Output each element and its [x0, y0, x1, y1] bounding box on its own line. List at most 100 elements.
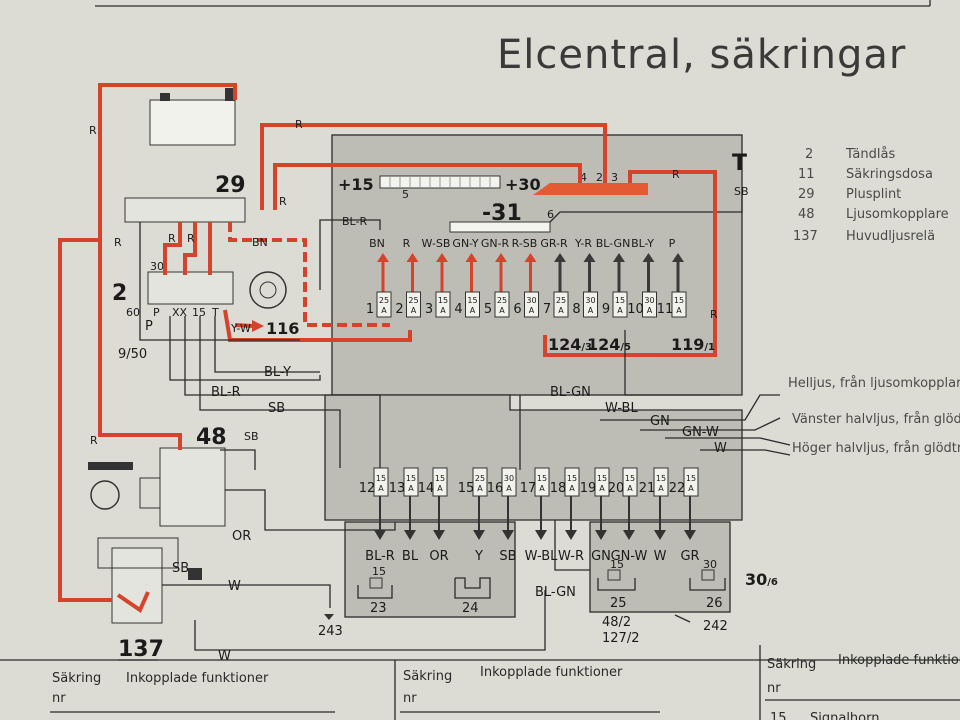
fuse-unit: A: [688, 484, 694, 493]
wire-116: [234, 323, 253, 328]
wire-bly: BL-Y: [264, 365, 291, 380]
pin-t: T: [211, 306, 219, 319]
arrow-up-icon: [406, 253, 419, 262]
wire-gnw: GN-W: [682, 425, 719, 440]
light-switch-shaft: [139, 477, 161, 509]
arrow-116: [252, 320, 264, 332]
fuse-unit: A: [499, 306, 505, 315]
fuse-unit: A: [408, 484, 414, 493]
wire-r7: R: [672, 168, 680, 181]
fuse-number: 9: [602, 302, 610, 317]
plusplint-29: [124, 197, 246, 223]
fuse-25-clip: [597, 578, 636, 591]
fuse-box-lower: [324, 394, 743, 521]
fuse-amp: 15: [615, 296, 625, 305]
fuse-wire-label: W-R: [558, 549, 584, 564]
fuse-number: 7: [543, 302, 551, 317]
extra-fuses: 15 23 24 15 25 30 26: [357, 558, 726, 616]
fuse-unit: A: [676, 306, 682, 315]
arrow-down-icon: [535, 530, 547, 540]
wire-plus30-fuses: [543, 170, 717, 357]
bus-node-6: 6: [547, 208, 554, 221]
bus-plus30: [533, 183, 648, 195]
fuse-wire-label: P: [669, 237, 676, 250]
legend-num: 2: [805, 147, 813, 162]
fuse-unit: A: [539, 484, 545, 493]
arrow-up-icon: [583, 253, 596, 262]
fuse-number: 21: [639, 481, 656, 496]
fuse-body: [583, 291, 598, 318]
bus-plus15-label: +15: [338, 175, 374, 194]
ref-9-50: 9/50: [118, 347, 147, 362]
legend-label: Ljusomkopplare: [846, 207, 949, 222]
battery-terminal-neg: [160, 93, 170, 101]
fuse-25-amp: 15: [610, 558, 624, 571]
footer-col1-nr: nr: [52, 691, 66, 706]
fuse-wire-label: R-SB: [512, 237, 538, 250]
fuse-body: [612, 291, 628, 318]
fuse-wire-label: W-BL: [525, 549, 558, 564]
arrow-up-icon: [554, 253, 566, 262]
fuse-wire-label: Y-R: [574, 237, 592, 250]
arrow-up-icon: [465, 253, 478, 262]
fuse-amp: 15: [656, 474, 666, 483]
bus-plus30-label: +30: [505, 175, 541, 194]
fuse-wire-label: Y: [474, 549, 483, 564]
footer-row-num: 15: [770, 711, 787, 720]
arrow-up-icon: [613, 253, 625, 262]
wire-battery-48: [98, 83, 237, 450]
fuse-amp: 25: [497, 296, 507, 305]
fuse-amp: 30: [526, 296, 536, 305]
fuse-amp: 15: [435, 474, 445, 483]
battery-terminal-pos: [225, 88, 235, 101]
arrow-down-icon: [565, 530, 577, 540]
legend-label: Plusplint: [846, 187, 901, 202]
fuse-number: 20: [608, 481, 625, 496]
arrow-up-icon: [524, 253, 537, 262]
fuse-amp: 15: [406, 474, 416, 483]
fuse-24-num: 24: [462, 601, 479, 616]
fuse-amp: 15: [567, 474, 577, 483]
wire-bn: BN: [252, 236, 268, 249]
wire-wbl: W-BL: [605, 401, 638, 416]
fuse-body: [376, 291, 392, 318]
fuse-body: [494, 291, 510, 318]
fuse-wire-label: GR-R: [540, 237, 568, 250]
fuse-amp: 25: [408, 296, 418, 305]
arrow-up-icon: [377, 253, 389, 262]
wire-r1: R: [89, 124, 97, 137]
wire-r2: R: [295, 118, 303, 131]
wire-r8: R: [710, 308, 718, 321]
fuse-unit: A: [440, 306, 446, 315]
ref-30-6: 30/6: [745, 570, 778, 589]
ground-symbol: T: [732, 151, 747, 176]
fuse-unit: A: [599, 484, 605, 493]
legend-num: 29: [798, 187, 815, 202]
fuse-wire-label: SB: [499, 549, 516, 564]
fuse-number: 22: [669, 481, 686, 496]
fuse-amp: 25: [379, 296, 389, 305]
fuse-amp: 25: [556, 296, 566, 305]
fuse-unit: A: [529, 306, 535, 315]
fuse-amp: 15: [686, 474, 696, 483]
fuse-amp: 30: [504, 474, 514, 483]
fuse-body: [524, 291, 539, 318]
bottom-fuse-row: 15A12BL-R15A13BL15A14OR25A15Y30A16SB15A1…: [359, 467, 700, 564]
legend-label: Huvudljusrelä: [846, 229, 935, 244]
ref-124-5: 124/5: [587, 335, 631, 354]
fuse-wire-label: GN: [591, 549, 611, 564]
fuse-unit: A: [477, 484, 483, 493]
fuse-unit: A: [558, 306, 564, 315]
fuse-unit: A: [658, 484, 664, 493]
fuse-number: 19: [580, 481, 597, 496]
ignition-lock-inner: [259, 281, 277, 299]
wire-blgn2: BL-GN: [535, 585, 576, 600]
